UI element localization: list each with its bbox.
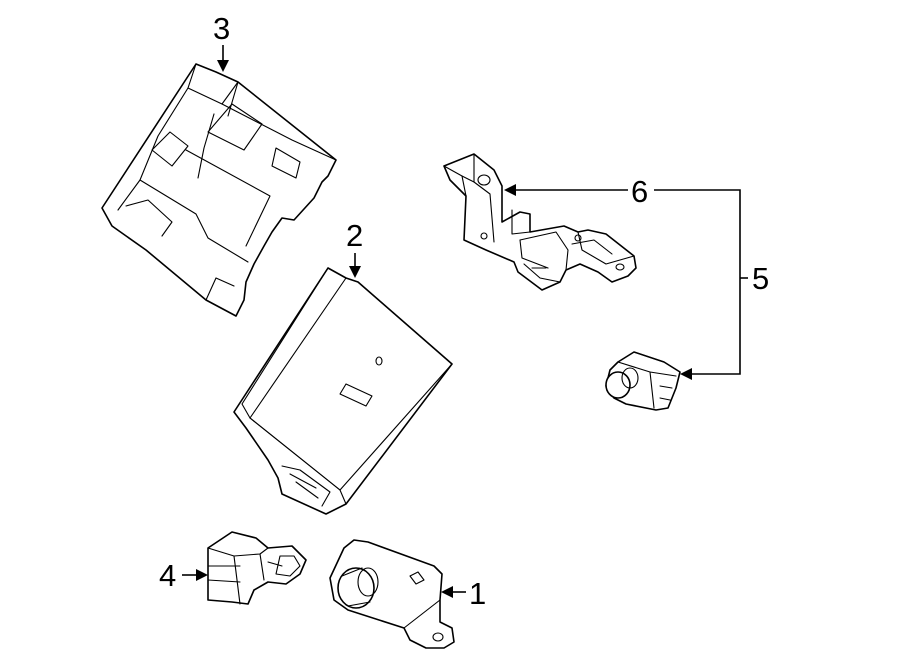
leader-line-3 (217, 45, 229, 72)
leader-line-6 (504, 184, 628, 196)
leader-line-4 (182, 569, 208, 581)
control-module-icon[interactable] (233, 267, 453, 515)
callout-5: 5 (752, 261, 769, 296)
callout-3: 3 (213, 11, 230, 46)
leader-line-1 (441, 586, 466, 598)
bracket-line-5 (654, 189, 748, 380)
callout-2: 2 (346, 218, 363, 253)
mounting-bracket-icon[interactable] (443, 153, 637, 291)
callout-6: 6 (631, 174, 648, 209)
module-bracket-icon[interactable] (101, 63, 337, 317)
callout-4: 4 (159, 558, 176, 593)
sensor-with-mounting-ear-icon[interactable] (329, 539, 455, 649)
connector-sensor-icon[interactable] (207, 531, 307, 605)
leader-line-2 (349, 253, 361, 278)
sensor-icon[interactable] (605, 351, 681, 411)
callout-1: 1 (469, 576, 486, 611)
